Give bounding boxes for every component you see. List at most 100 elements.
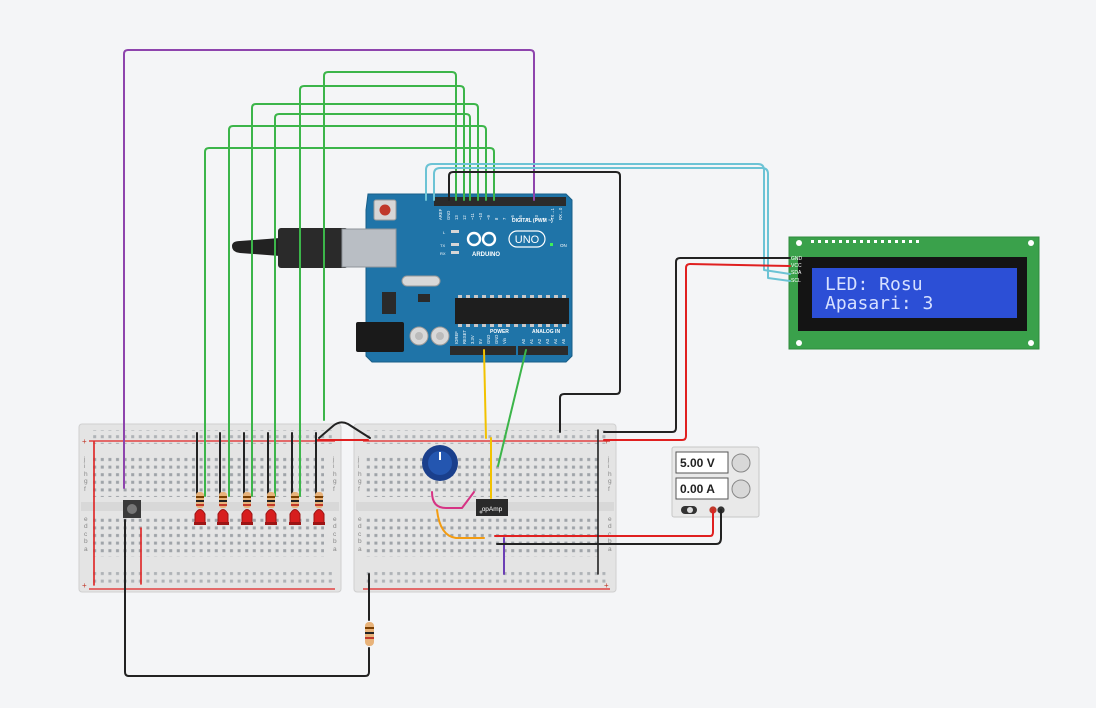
pin-label: GND (446, 211, 451, 220)
reset-button-cap[interactable] (379, 204, 391, 216)
row-letter: a (358, 546, 362, 553)
lcd-pin-scl: SCL (791, 278, 801, 284)
row-letter: i (608, 463, 609, 470)
row-letter: d (333, 523, 337, 530)
opamp-chip[interactable]: opAmp (476, 499, 508, 516)
pin-label: A3 (545, 338, 550, 344)
chip-legs (458, 295, 566, 327)
row-letter: f (608, 486, 610, 493)
row-letter: b (333, 538, 337, 545)
row-letter: j (332, 456, 334, 463)
pin-label: A2 (537, 338, 542, 344)
led-resistor (267, 492, 275, 508)
row-letter: a (608, 546, 612, 553)
red-led[interactable] (217, 509, 229, 526)
pin-label: 5V (478, 339, 483, 344)
uno-label: UNO (515, 234, 540, 246)
led-tx (451, 243, 459, 246)
red-led[interactable] (265, 509, 277, 526)
row-letter: c (608, 531, 612, 538)
red-led[interactable] (194, 509, 206, 526)
red-led[interactable] (313, 509, 325, 526)
power-header (450, 346, 516, 355)
led-rx (451, 251, 459, 254)
on-led (550, 243, 553, 246)
pin-label: 2 (542, 217, 547, 220)
led-label-rx: RX (440, 251, 446, 256)
pushbutton-cap[interactable] (127, 504, 137, 514)
row-letter: j (357, 456, 359, 463)
row-letter: c (333, 531, 337, 538)
row-letter: i (333, 463, 334, 470)
pin-label: GND (486, 335, 491, 344)
current-knob-icon[interactable] (731, 479, 751, 499)
row-letter: a (333, 546, 337, 553)
row-letter: b (608, 538, 612, 545)
on-label: ON (560, 243, 567, 248)
row-letter: b (84, 538, 88, 545)
row-letter: d (358, 523, 362, 530)
row-letter: f (333, 486, 335, 493)
current-value: 0.00 A (680, 482, 715, 496)
pin-label: ~5 (518, 215, 523, 220)
row-letter: d (608, 523, 612, 530)
pin-label: A0 (521, 338, 526, 344)
row-letter: d (84, 523, 88, 530)
lcd-display[interactable]: LED: Rosu Apasari: 3 GND VCC SDA SCL (788, 236, 1040, 350)
pin-label: 12 (462, 215, 467, 220)
row-letter: b (358, 538, 362, 545)
led-resistor (315, 492, 323, 508)
rail-plus-label: + (82, 581, 87, 590)
led-resistor (291, 492, 299, 508)
pin-label: Vin (502, 337, 507, 344)
led-label-tx: TX (440, 243, 445, 248)
lcd-screen (812, 268, 1017, 318)
external-resistor (365, 622, 374, 646)
lcd-top-pins (811, 240, 919, 243)
led-label-l: L (443, 230, 446, 235)
row-letter: i (84, 463, 85, 470)
pin-label: ~9 (486, 215, 491, 220)
led-array (194, 492, 325, 525)
usb-cable-plug (232, 238, 280, 256)
row-letter: c (358, 531, 362, 538)
pin-label: GND (494, 335, 499, 344)
arduino-brand: ARDUINO (472, 252, 500, 258)
pin-label: AREF (438, 208, 443, 220)
pin-label: ~6 (510, 215, 515, 220)
rail-plus-label: + (604, 581, 609, 590)
pin-label: 13 (454, 215, 459, 220)
voltage-knob-icon[interactable] (731, 453, 751, 473)
row-letter: h (84, 471, 88, 478)
voltage-display (675, 451, 729, 474)
red-led[interactable] (289, 509, 301, 526)
pin-label: ~3 (534, 215, 539, 220)
lcd-pin-vcc: VCC (791, 263, 802, 269)
pin-label: 8 (494, 217, 499, 220)
pin-label: IOREF (454, 331, 459, 344)
pin-label: A1 (529, 338, 534, 344)
voltage-value: 5.00 V (680, 456, 715, 470)
pin-label: RESET (462, 330, 467, 344)
led-l (451, 230, 459, 233)
wires (93, 49, 791, 677)
power-supply[interactable]: 5.00 V 0.00 A (671, 446, 760, 518)
pushbutton[interactable] (123, 500, 141, 518)
pin-label: ~11 (470, 213, 475, 220)
red-led[interactable] (241, 509, 253, 526)
row-letter: g (333, 478, 337, 485)
pin-label: TX→1 (550, 207, 555, 220)
potentiometer[interactable] (422, 445, 458, 481)
pin-label: 3.3V (470, 335, 475, 344)
row-letter: j (83, 456, 85, 463)
led-resistor (219, 492, 227, 508)
row-letter: i (358, 463, 359, 470)
led-resistor (243, 492, 251, 508)
small-chip (418, 294, 430, 302)
pin-label: ~10 (478, 212, 483, 220)
breadboard-left[interactable]: + + (78, 423, 342, 593)
